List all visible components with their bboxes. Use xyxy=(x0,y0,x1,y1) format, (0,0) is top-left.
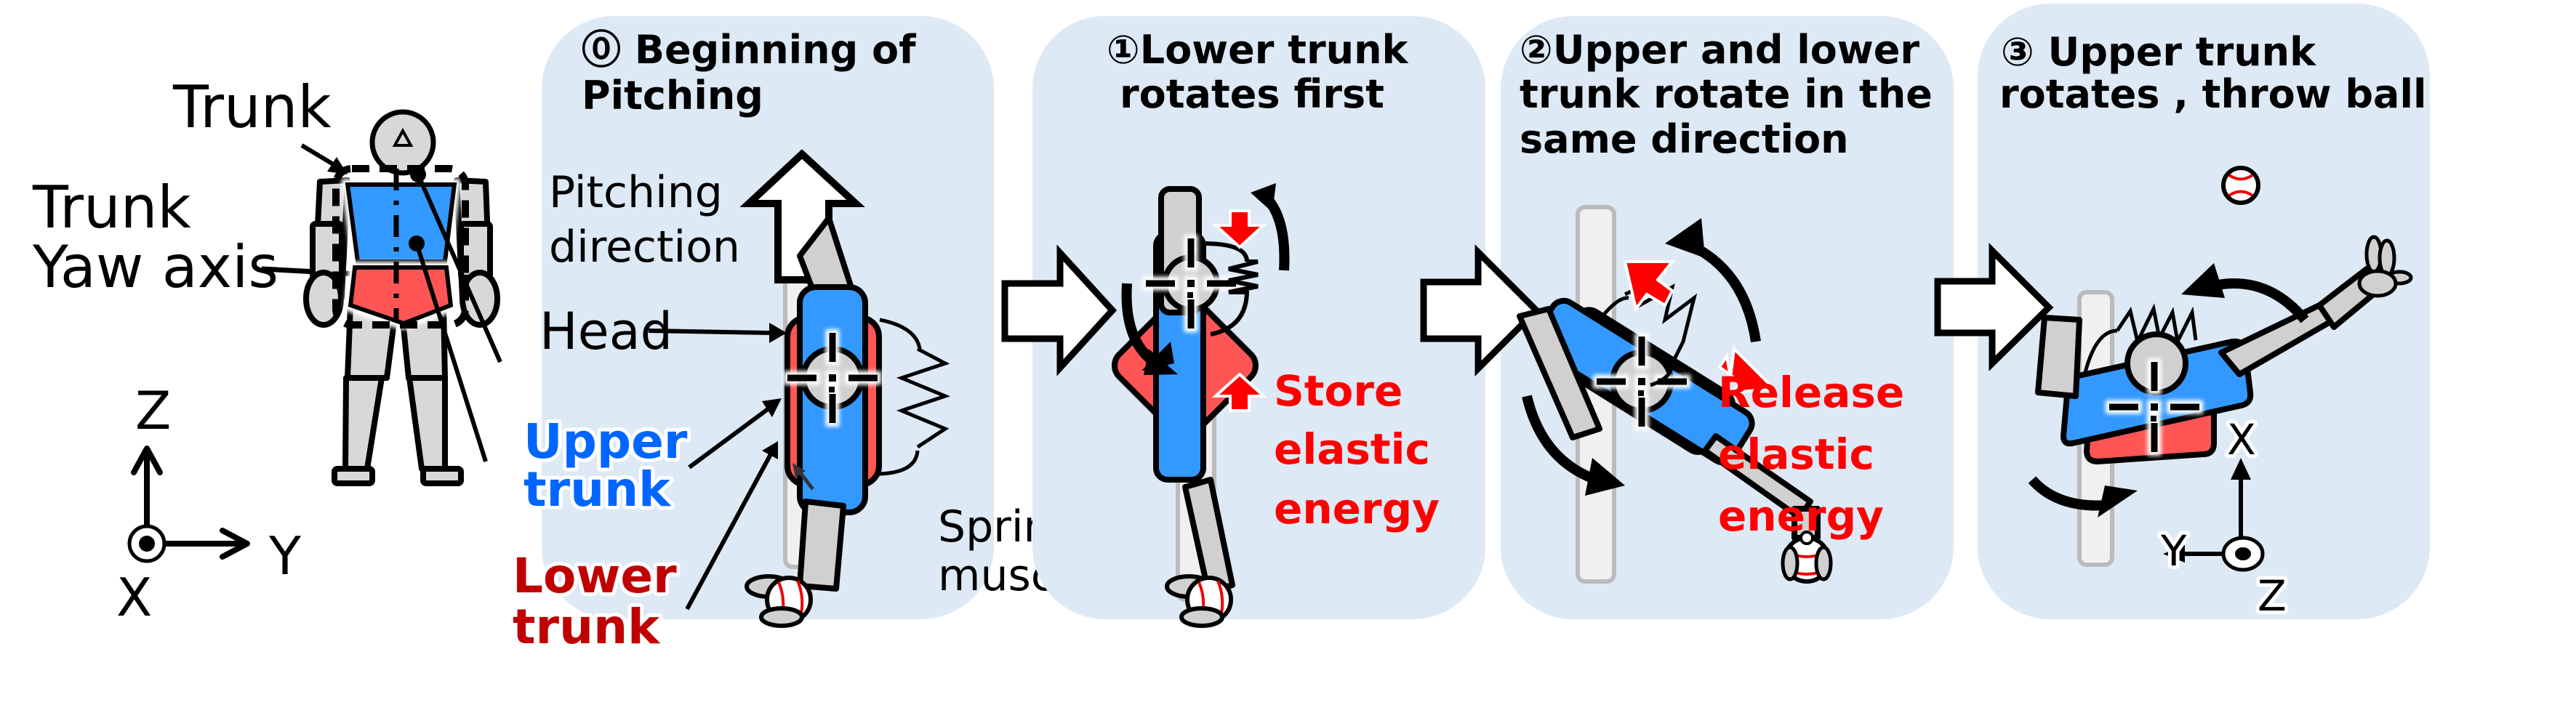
axis-y-label: Y xyxy=(2160,526,2187,576)
yaw-axis-label-line1: Trunk xyxy=(32,174,191,241)
compressed-spring xyxy=(1203,241,1259,337)
step-arrow-2-to-3 xyxy=(1934,243,2054,371)
axis-x-label: X xyxy=(116,567,152,628)
trunk-dashed-outline xyxy=(332,165,469,329)
store-energy-line1: Store xyxy=(1274,366,1403,416)
lower-trunk-label-line2: trunk xyxy=(513,599,661,655)
upper-trunk-label-line1: Upper xyxy=(523,414,688,470)
lower-trunk-label-line1: Lower xyxy=(513,548,677,604)
pitching-direction-arrow xyxy=(739,149,865,283)
spring-of-muscle xyxy=(879,318,951,476)
panel-0-title-line1: ⓪ Beginning of xyxy=(582,27,916,73)
robot-head xyxy=(369,109,436,176)
compress-arrow-up xyxy=(1211,372,1268,412)
rotation-arrow-cw xyxy=(1522,395,1594,483)
compress-arrow-down xyxy=(1211,209,1268,249)
yaw-axis-label-line2: Yaw axis xyxy=(32,233,278,301)
axis-z-label: Z xyxy=(2258,571,2287,621)
panel-1-title-line2: rotates first xyxy=(1120,71,1384,117)
upper-trunk-label-line2: trunk xyxy=(523,462,672,517)
panel-0-title-line2: Pitching xyxy=(582,73,763,118)
release-arrow-right xyxy=(1717,345,1778,395)
panel-3-title-line2: rotates , throw ball xyxy=(1999,71,2426,117)
axis-z-label: Z xyxy=(135,380,171,441)
rotation-arrow-ccw xyxy=(2216,278,2309,323)
pitching-direction-label-line1: Pitching xyxy=(549,167,723,218)
panel-1-title-line1: ①Lower trunk xyxy=(1107,27,1409,73)
panel-step-3: ③ Upper trunk rotates , throw ball xyxy=(1934,4,2430,624)
thrown-ball xyxy=(2221,166,2260,205)
store-energy-line2: elastic xyxy=(1274,424,1430,474)
ball-in-hand xyxy=(1781,531,1833,584)
panel-step-1: ①Lower trunk rotates first Store elastic… xyxy=(1001,16,1485,626)
panel-step-0: ⓪ Beginning of Pitching Pitching directi… xyxy=(539,16,1136,626)
pitching-direction-label-line2: direction xyxy=(549,222,740,273)
trunk-label: Trunk xyxy=(172,73,332,141)
panel-2-title-line1: ②Upper and lower xyxy=(1520,27,1919,73)
panel-2-title-line2: trunk rotate in the xyxy=(1520,71,1933,117)
axis-y-label: Y xyxy=(268,525,302,587)
release-arrow-left xyxy=(1623,260,1676,313)
rotation-arrow-cw xyxy=(2028,476,2109,511)
panel-2-title-line3: same direction xyxy=(1520,116,1849,162)
lower-trunk-block xyxy=(348,265,454,326)
top-view-axes: X Y Z xyxy=(2156,411,2290,624)
front-axes: Z Y X xyxy=(116,380,302,628)
step-arrow-1-to-2 xyxy=(1420,244,1541,376)
release-energy-line2: elastic xyxy=(1718,430,1874,479)
robot-front-view: Trunk Trunk Yaw axis xyxy=(32,73,502,628)
release-energy-line3: energy xyxy=(1718,491,1884,541)
axis-x-label: X xyxy=(2227,415,2256,464)
trunk-pointer-arrow xyxy=(300,143,340,169)
panel-step-2: ②Upper and lower trunk rotate in the sam… xyxy=(1420,16,1954,619)
upper-trunk-block xyxy=(345,182,457,264)
store-energy-line3: energy xyxy=(1274,484,1440,533)
panel-3-title-line1: ③ Upper trunk xyxy=(2001,29,2316,75)
trunk-legend: Upper trunk Lower trunk xyxy=(509,398,782,658)
release-energy-line1: Release xyxy=(1718,368,1904,417)
throwing-hand xyxy=(2357,235,2413,298)
